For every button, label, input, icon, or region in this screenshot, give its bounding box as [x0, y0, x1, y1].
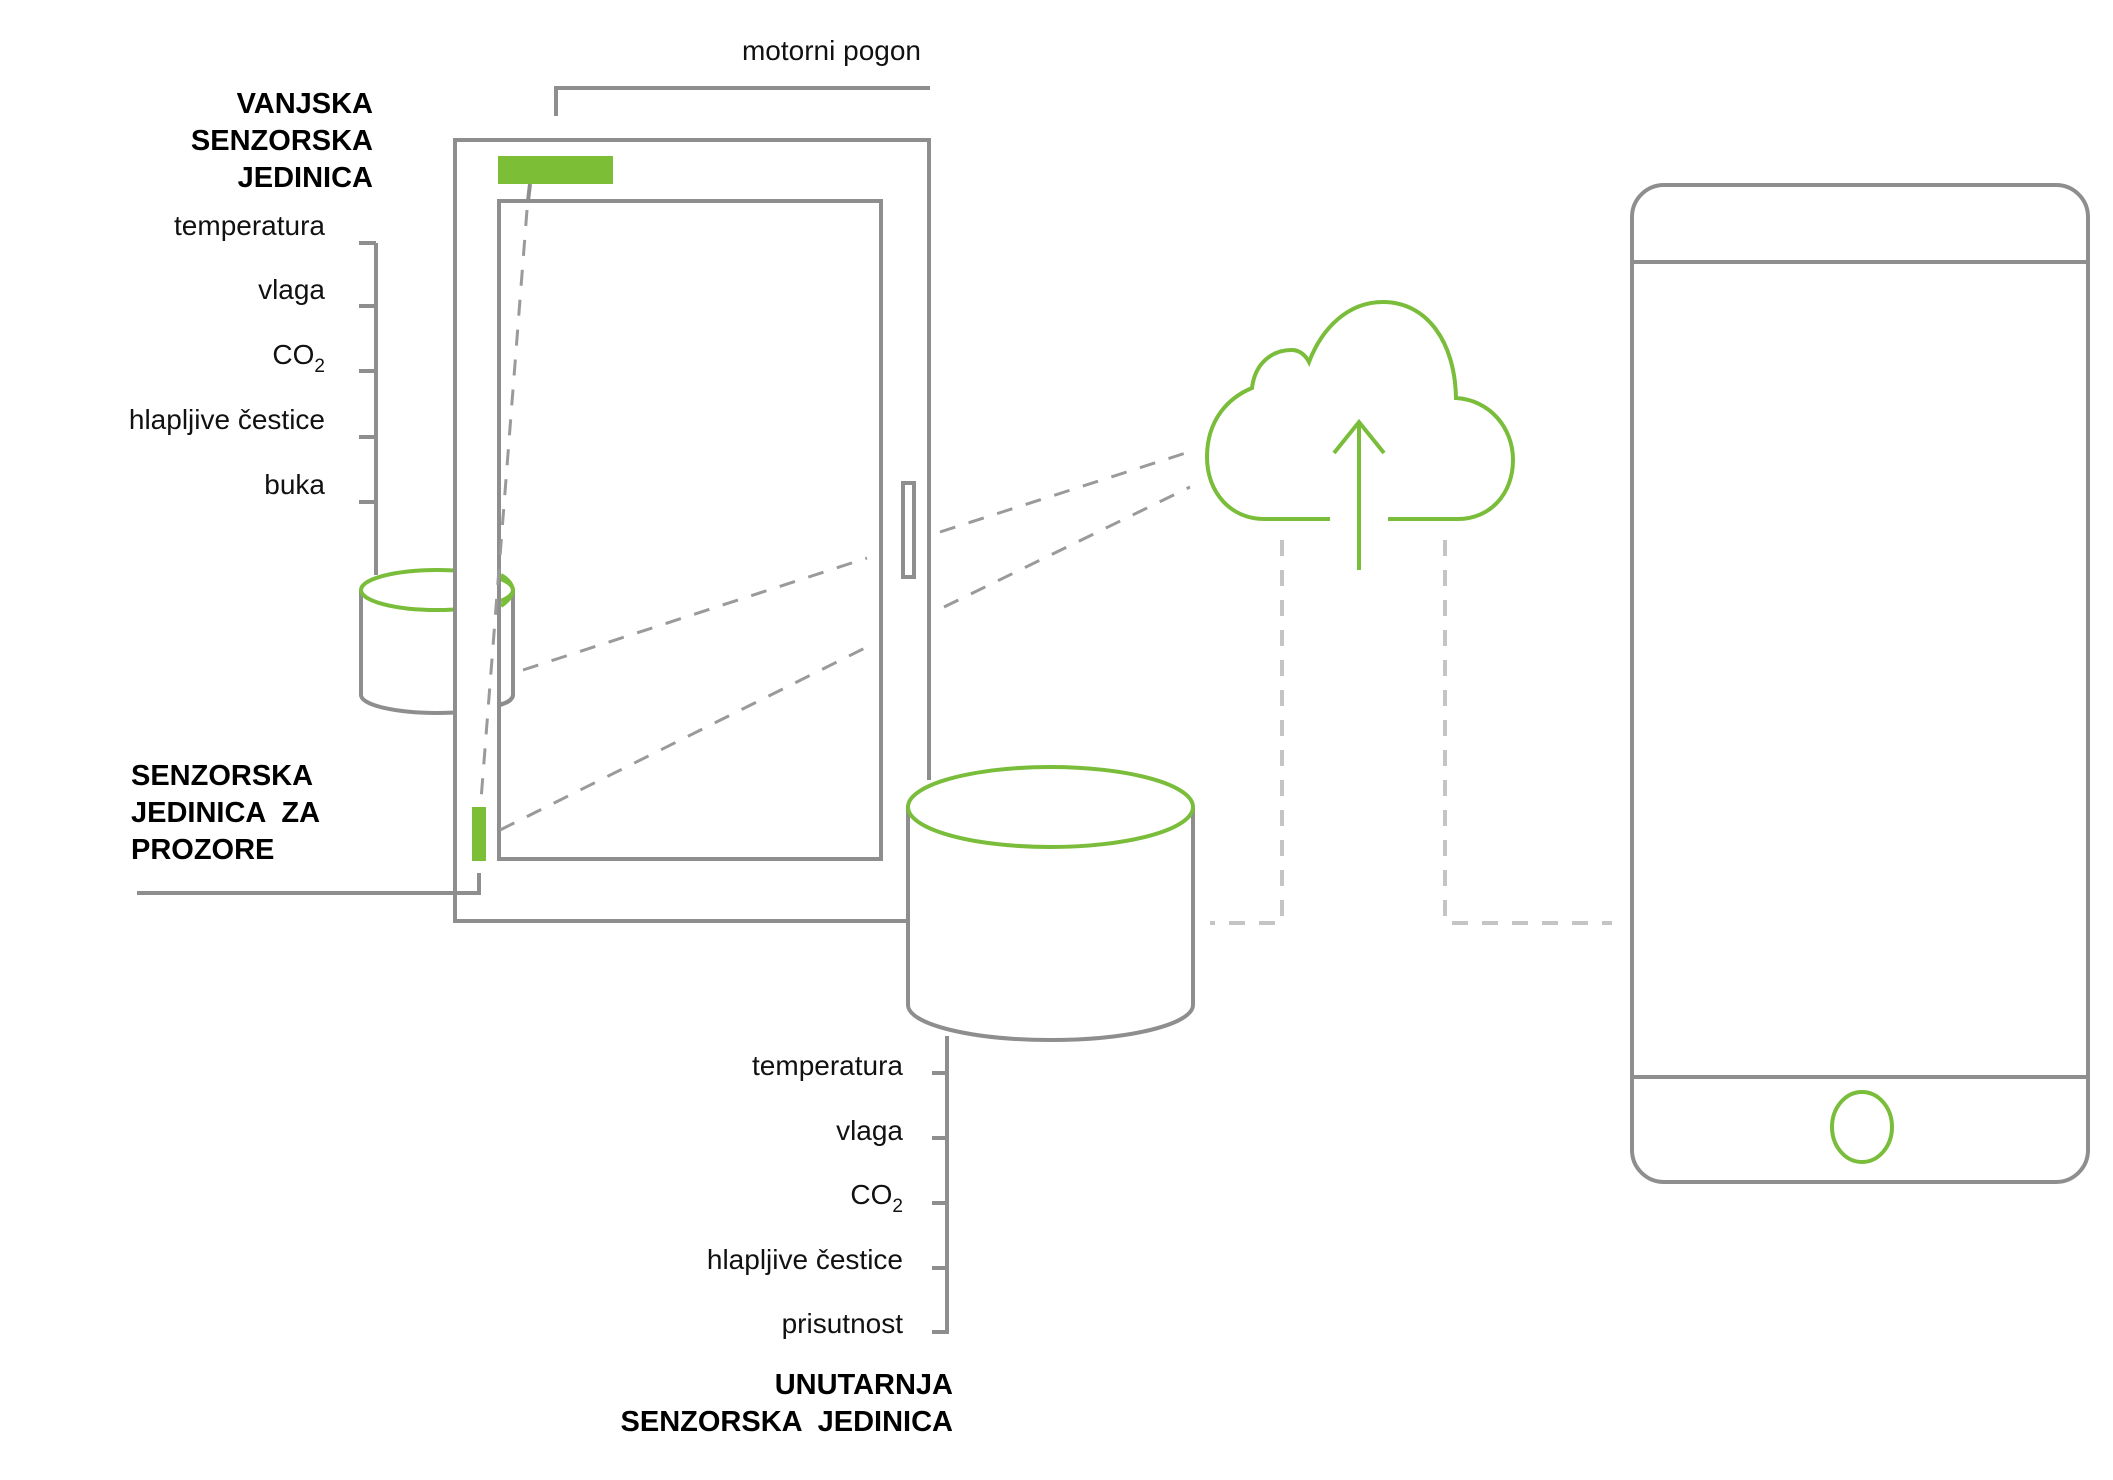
window-sensor-bracket	[137, 873, 481, 895]
dashed-link-cloud-to-phone	[1443, 540, 1612, 925]
dashed-link-window-to-cloud-a	[499, 641, 876, 832]
indoor-presence-label: prisutnost	[782, 1308, 904, 1339]
outdoor-humidity-label: vlaga	[258, 274, 325, 305]
motor-bracket	[554, 86, 930, 116]
indoor-humidity-label: vlaga	[836, 1115, 903, 1146]
dashed-link-cloud-to-indoor	[1210, 540, 1284, 925]
svg-text:JEDINICA: JEDINICA	[238, 162, 373, 194]
window-frame	[453, 138, 931, 923]
window-glass-pane	[497, 199, 883, 861]
smartphone-icon	[1630, 183, 2090, 1184]
svg-text:SENZORSKA JEDINICA: SENZORSKA JEDINICA	[621, 1406, 954, 1438]
indoor-voc-label: hlapljive čestice	[707, 1244, 903, 1275]
indoor-co2-label: CO2	[850, 1179, 903, 1217]
window-sensor-title: SENZORSKA JEDINICA ZA PROZORE	[131, 760, 320, 866]
outdoor-cylinder-visible	[499, 573, 516, 706]
dashed-link-outdoor-to-cloud-a	[522, 556, 868, 672]
cloud-upload-icon	[1204, 299, 1516, 570]
outdoor-sensor-bar	[498, 156, 613, 184]
indoor-temperature-label: temperatura	[752, 1050, 903, 1081]
outdoor-measurements-axis	[359, 241, 378, 575]
svg-text:SENZORSKA: SENZORSKA	[131, 760, 313, 792]
outdoor-noise-label: buka	[264, 469, 325, 500]
indoor-unit-title: UNUTARNJA SENZORSKA JEDINICA	[621, 1369, 954, 1438]
svg-text:VANJSKA: VANJSKA	[237, 88, 373, 120]
outdoor-unit-title: VANJSKA SENZORSKA JEDINICA	[191, 88, 373, 194]
outdoor-voc-label: hlapljive čestice	[129, 404, 325, 435]
svg-text:UNUTARNJA: UNUTARNJA	[775, 1369, 953, 1401]
dashed-link-outdoor-to-window-sensor	[479, 209, 529, 801]
outdoor-temperature-label: temperatura	[174, 210, 325, 241]
phone-home-button	[1830, 1090, 1894, 1164]
outdoor-measurement-labels: temperatura vlaga CO2 hlapljive čestice …	[129, 210, 326, 500]
window-sensor-bar	[472, 807, 486, 861]
svg-text:PROZORE: PROZORE	[131, 834, 274, 866]
motor-label: motorni pogon	[742, 35, 921, 66]
dashed-link-outdoor-to-cloud-b	[939, 448, 1196, 534]
outdoor-co2-label: CO2	[272, 339, 325, 377]
indoor-sensor-cylinder	[906, 765, 1195, 1042]
svg-text:SENZORSKA: SENZORSKA	[191, 125, 373, 157]
indoor-measurement-labels: temperatura vlaga CO2 hlapljive čestice …	[707, 1050, 904, 1339]
svg-text:JEDINICA ZA: JEDINICA ZA	[131, 797, 320, 829]
window-handle	[901, 481, 916, 579]
indoor-measurements-axis	[932, 1036, 949, 1334]
dashed-link-window-to-cloud-b	[943, 485, 1191, 609]
